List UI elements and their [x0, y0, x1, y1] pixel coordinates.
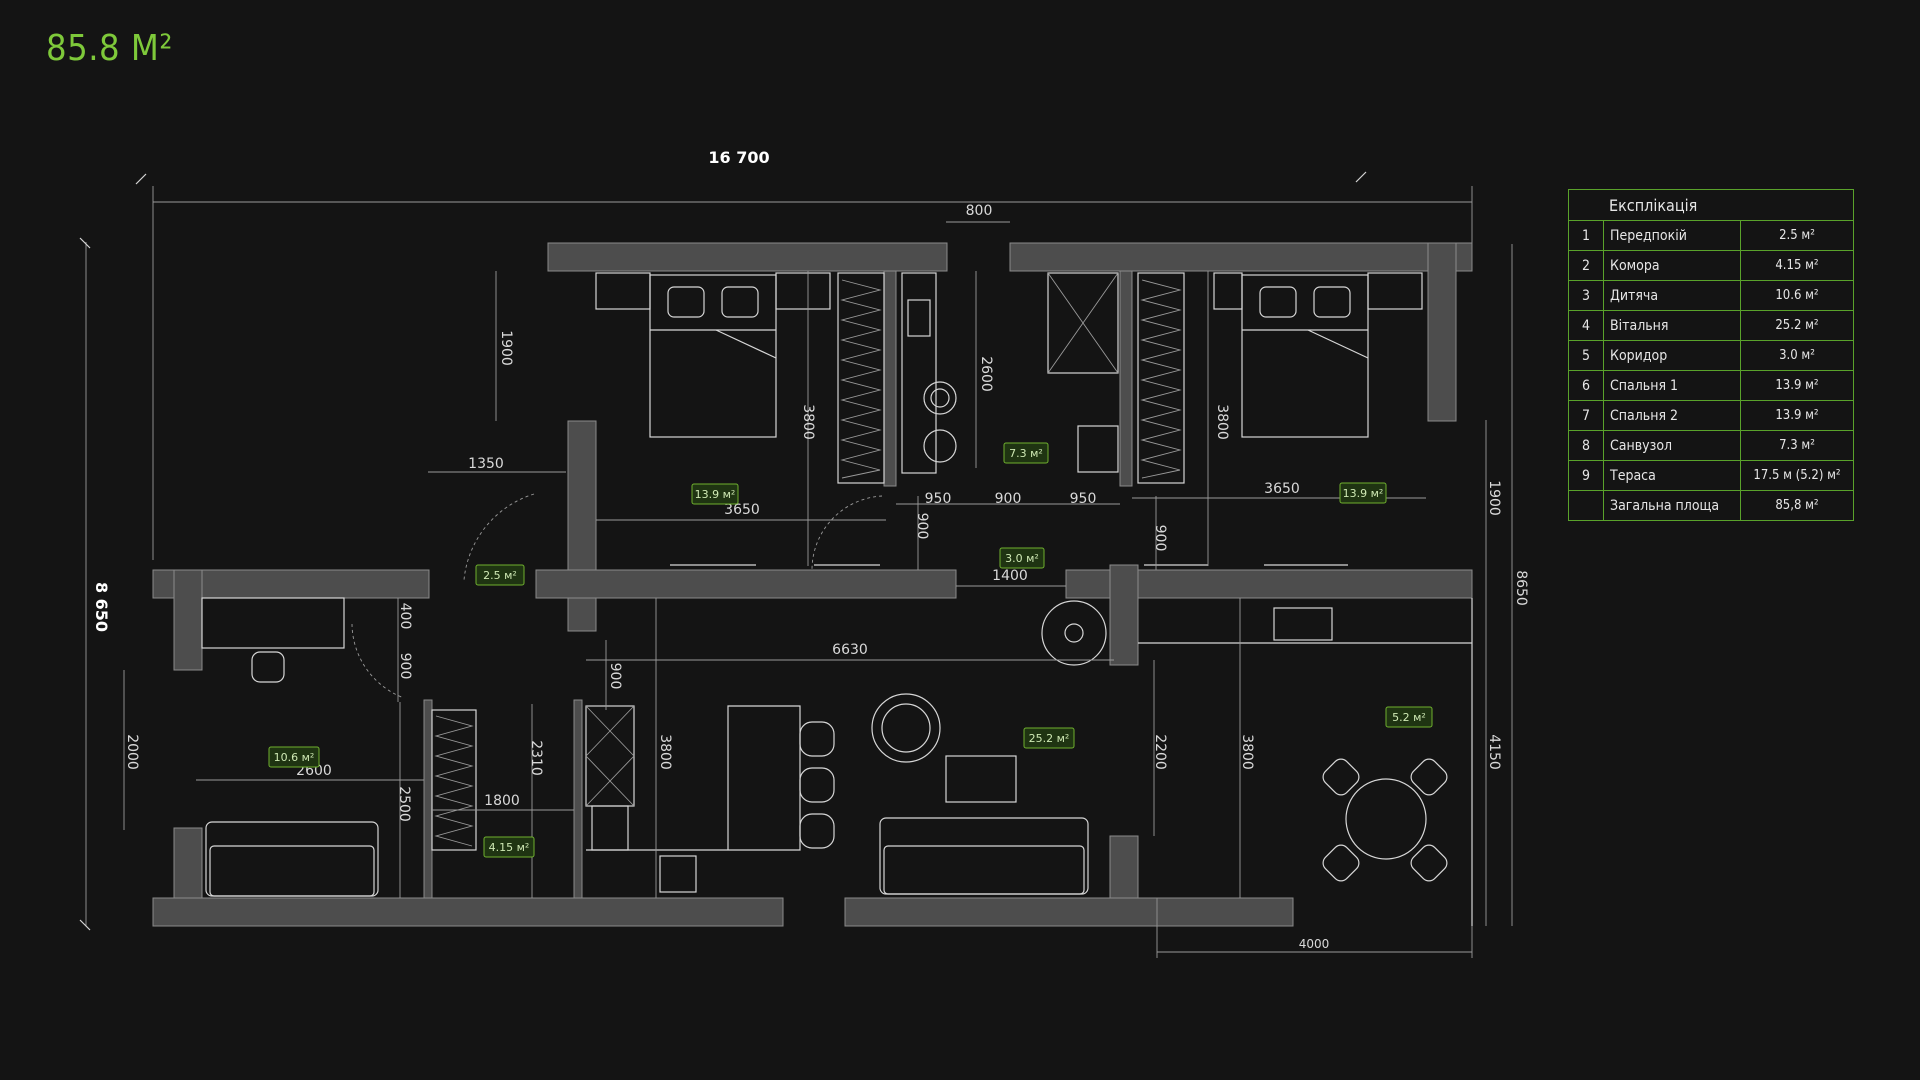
- dim-950-b: 950: [1070, 491, 1097, 507]
- badge-hall: 2.5 м²: [475, 564, 525, 586]
- svg-text:13.9 м²: 13.9 м²: [1343, 487, 1384, 500]
- dim-8650-right: 8650: [1513, 570, 1529, 606]
- dim-2000: 2000: [124, 734, 140, 770]
- svg-text:25.2 м²: 25.2 м²: [1029, 732, 1070, 745]
- explication-room-name: Вітальня: [1603, 310, 1741, 341]
- dim-1900-left: 1900: [498, 330, 514, 366]
- explication-area: 2.5 м²: [1740, 220, 1854, 251]
- dim-4000: 4000: [1299, 937, 1330, 951]
- dim-2500: 2500: [396, 786, 412, 822]
- dim-900-v1: 900: [914, 513, 930, 540]
- total-area-title: 85.8 М²: [46, 28, 173, 69]
- dim-3800-bedroom2: 3800: [1214, 404, 1230, 440]
- explication-header-row: Експлікація: [1568, 189, 1854, 221]
- explication-area: 17.5 м (5.2) м²: [1740, 460, 1854, 491]
- explication-number: 9: [1568, 460, 1604, 491]
- svg-text:4.15 м²: 4.15 м²: [489, 841, 530, 854]
- explication-number: 7: [1568, 400, 1604, 431]
- explication-number: [1568, 490, 1604, 521]
- room-badges: 13.9 м² 7.3 м² 13.9 м² 2.5 м² 3.0 м² 5.2…: [268, 442, 1433, 858]
- explication-area: 85,8 м²: [1740, 490, 1854, 521]
- explication-number: 5: [1568, 340, 1604, 371]
- explication-room-name: Спальня 1: [1603, 370, 1741, 401]
- floor-plan: 16 700 8 650 8650 1900 4150: [79, 148, 1529, 958]
- dim-2310: 2310: [528, 740, 544, 776]
- dim-950-a: 950: [925, 491, 952, 507]
- svg-text:3.0 м²: 3.0 м²: [1005, 552, 1039, 565]
- svg-text:13.9 м²: 13.9 м²: [695, 488, 736, 501]
- dim-4150: 4150: [1486, 734, 1502, 770]
- explication-area: 13.9 м²: [1740, 400, 1854, 431]
- explication-area: 10.6 м²: [1740, 280, 1854, 311]
- badge-bathroom: 7.3 м²: [1003, 442, 1049, 464]
- explication-area: 4.15 м²: [1740, 250, 1854, 281]
- dim-3650-left: 3650: [724, 502, 760, 518]
- svg-text:10.6 м²: 10.6 м²: [274, 751, 315, 764]
- explication-room-name: Передпокій: [1603, 220, 1741, 251]
- explication-area: 13.9 м²: [1740, 370, 1854, 401]
- explication-area: 25.2 м²: [1740, 310, 1854, 341]
- dim-900-mid: 900: [995, 491, 1022, 507]
- explication-room-name: Дитяча: [1603, 280, 1741, 311]
- explication-area: 3.0 м²: [1740, 340, 1854, 371]
- dim-900-v2: 900: [1152, 525, 1168, 552]
- dim-1350: 1350: [468, 456, 504, 472]
- dim-3800-terrace: 3800: [1239, 734, 1255, 770]
- badge-bedroom1: 13.9 м²: [691, 483, 739, 505]
- badge-terrace: 5.2 м²: [1385, 706, 1433, 728]
- svg-text:5.2 м²: 5.2 м²: [1392, 711, 1426, 724]
- explication-title: Експлікація: [1568, 189, 1854, 221]
- explication-room-name: Комора: [1603, 250, 1741, 281]
- explication-area: 7.3 м²: [1740, 430, 1854, 461]
- dim-2200: 2200: [1152, 734, 1168, 770]
- explication-number: 8: [1568, 430, 1604, 461]
- dim-400: 400: [397, 603, 413, 630]
- dim-800: 800: [966, 203, 993, 219]
- dim-900-left: 900: [397, 653, 413, 680]
- explication-number: 4: [1568, 310, 1604, 341]
- badge-corridor: 3.0 м²: [999, 547, 1045, 569]
- svg-text:7.3 м²: 7.3 м²: [1009, 447, 1043, 460]
- svg-text:2.5 м²: 2.5 м²: [483, 569, 517, 582]
- badge-kids: 10.6 м²: [268, 746, 320, 768]
- dim-1900-right: 1900: [1486, 480, 1502, 516]
- dim-6630: 6630: [832, 642, 868, 658]
- walls: [152, 242, 1473, 927]
- dim-3800-living: 3800: [657, 734, 673, 770]
- explication-room-name: Санвузол: [1603, 430, 1741, 461]
- explication-room-name: Коридор: [1603, 340, 1741, 371]
- dim-1400: 1400: [992, 568, 1028, 584]
- explication-number: 2: [1568, 250, 1604, 281]
- dim-total-height: 8 650: [92, 582, 111, 632]
- dim-total-width: 16 700: [708, 148, 769, 167]
- dim-3650-right: 3650: [1264, 481, 1300, 497]
- explication-room-name: Тераса: [1603, 460, 1741, 491]
- furniture: [201, 272, 1473, 926]
- badge-bedroom2: 13.9 м²: [1339, 482, 1387, 504]
- explication-number: 3: [1568, 280, 1604, 311]
- explication-room-name: Спальня 2: [1603, 400, 1741, 431]
- badge-living: 25.2 м²: [1023, 727, 1075, 749]
- explication-number: 1: [1568, 220, 1604, 251]
- explication-number: 6: [1568, 370, 1604, 401]
- dim-3800-bedroom1: 3800: [800, 404, 816, 440]
- dim-1800: 1800: [484, 793, 520, 809]
- overall-dimensions: 16 700 8 650 8650 1900 4150: [79, 148, 1529, 931]
- dim-2600: 2600: [978, 356, 994, 392]
- explication-room-name: Загальна площа: [1603, 490, 1741, 521]
- dim-900-living: 900: [607, 663, 623, 690]
- badge-storage: 4.15 м²: [483, 836, 535, 858]
